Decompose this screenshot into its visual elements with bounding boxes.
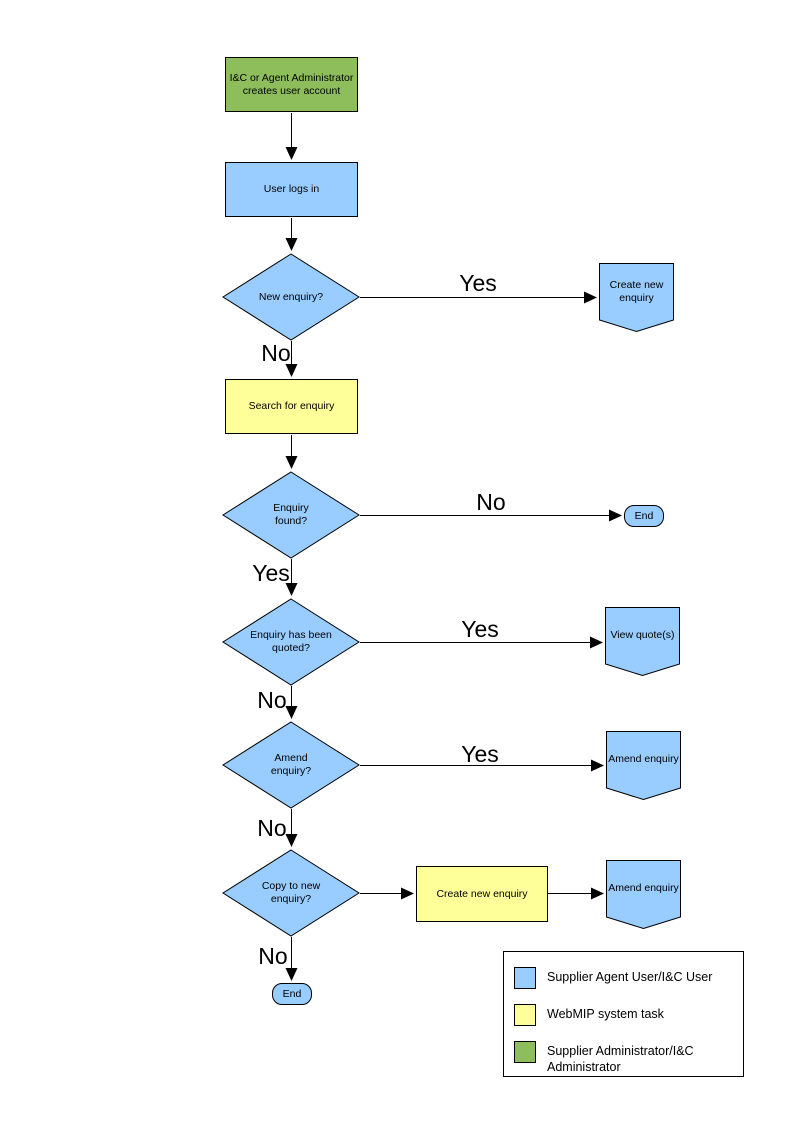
edge-label-enquiry-found-yes: Yes — [252, 560, 290, 586]
edge-label-amend-enquiry-yes: Yes — [461, 741, 499, 767]
diamond-shape — [222, 253, 360, 341]
legend: Supplier Agent User/I&C User WebMIP syst… — [503, 951, 744, 1077]
node-label: User logs in — [263, 183, 320, 195]
decision-label: Enquiry found? — [273, 502, 309, 527]
edge-label-new-enquiry-no: No — [261, 340, 291, 366]
decision-label: Amend enquiry? — [270, 752, 312, 777]
diamond-shape — [222, 598, 360, 686]
terminator-label: End — [282, 988, 302, 1000]
decision-new-enquiry: New enquiry? — [222, 253, 360, 341]
edge-label-enquiry-quoted-yes: Yes — [461, 616, 499, 642]
decision-enquiry-found: Enquiry found? — [222, 471, 360, 559]
task-label: Create new enquiry — [436, 887, 528, 900]
action-amend-enquiry-2: Amend enquiry — [606, 860, 681, 929]
legend-item-admin: Supplier Administrator/I&C Administrator — [514, 1041, 731, 1075]
decision-copy-to-new-enquiry: Copy to new enquiry? — [222, 849, 360, 937]
action-label: Amend enquiry — [608, 882, 679, 894]
terminator-end-right: End — [624, 505, 664, 527]
diamond-shape — [222, 849, 360, 937]
decision-label: Enquiry has been quoted? — [250, 629, 332, 654]
pentagon-shape — [606, 860, 681, 929]
action-label: Create new enquiry — [609, 278, 664, 304]
node-create-user-account: I&C or Agent Administrator creates user … — [225, 57, 358, 112]
task-create-new-enquiry: Create new enquiry — [416, 866, 548, 922]
pentagon-shape — [606, 731, 681, 800]
action-amend-enquiry-1: Amend enquiry — [606, 731, 681, 800]
legend-swatch-admin — [514, 1041, 536, 1063]
action-label: Amend enquiry — [608, 753, 679, 765]
diamond-shape — [222, 721, 360, 809]
pentagon-shape — [599, 263, 674, 332]
edge-label-copy-to-new-no: No — [258, 943, 288, 969]
legend-label: Supplier Agent User/I&C User — [547, 970, 713, 984]
edge-label-new-enquiry-yes: Yes — [459, 270, 497, 296]
decision-label: Copy to new enquiry? — [261, 880, 321, 905]
task-search-for-enquiry: Search for enquiry — [225, 379, 358, 434]
terminator-end-bottom: End — [272, 983, 312, 1005]
decision-label: New enquiry? — [258, 290, 324, 303]
action-label: View quote(s) — [610, 629, 675, 641]
node-user-logs-in: User logs in — [225, 162, 358, 217]
legend-swatch-user — [514, 967, 536, 989]
diamond-shape — [222, 471, 360, 559]
edge-label-enquiry-found-no: No — [476, 489, 506, 515]
task-label: Search for enquiry — [248, 400, 335, 412]
action-create-new-enquiry: Create new enquiry — [599, 263, 674, 332]
legend-label: Supplier Administrator/I&C Administrator — [547, 1044, 694, 1074]
legend-item-system-task: WebMIP system task — [514, 1004, 731, 1026]
edge-label-enquiry-quoted-no: No — [257, 687, 287, 713]
terminator-label: End — [634, 510, 654, 522]
pentagon-shape — [605, 607, 680, 676]
legend-label: WebMIP system task — [547, 1007, 664, 1021]
legend-item-user: Supplier Agent User/I&C User — [514, 967, 731, 989]
node-label: I&C or Agent Administrator creates user … — [229, 71, 354, 97]
decision-enquiry-quoted: Enquiry has been quoted? — [222, 598, 360, 686]
legend-swatch-system-task — [514, 1004, 536, 1026]
decision-amend-enquiry: Amend enquiry? — [222, 721, 360, 809]
edge-label-amend-enquiry-no: No — [257, 815, 287, 841]
action-view-quotes: View quote(s) — [605, 607, 680, 676]
